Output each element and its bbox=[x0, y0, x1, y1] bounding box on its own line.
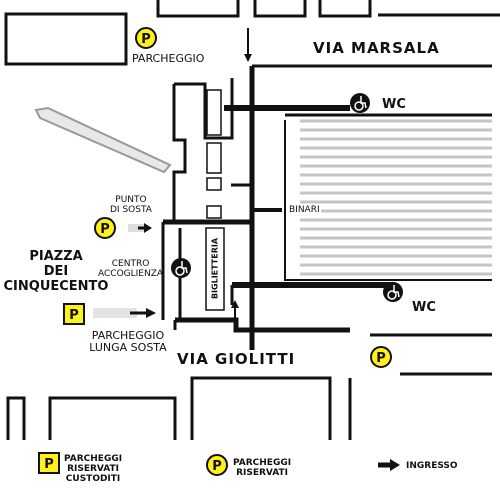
legend-custoditi: PARCHEGGI RISERVATI CUSTODITI bbox=[64, 454, 123, 484]
parcheggio-label: PARCHEGGIO bbox=[132, 52, 205, 65]
svg-text:P: P bbox=[376, 351, 386, 366]
via-marsala-label: VIA MARSALA bbox=[313, 39, 440, 57]
piazza-dei-cinquecento-label: PIAZZA DEI CINQUECENTO bbox=[3, 249, 109, 294]
wheelchair-icons bbox=[171, 93, 403, 302]
entrance-arrows bbox=[93, 28, 400, 471]
svg-text:P: P bbox=[141, 32, 151, 47]
bottom-buildings bbox=[6, 372, 492, 440]
svg-text:P: P bbox=[212, 459, 222, 474]
wc-top-label: WC bbox=[382, 97, 406, 112]
rail-tracks bbox=[300, 119, 492, 276]
parcheggio-lunga-sosta-label: PARCHEGGIO LUNGA SOSTA bbox=[89, 329, 167, 354]
centro-accoglienza-label: CENTRO ACCOGLIENZA bbox=[98, 259, 164, 279]
binari-label: BINARI bbox=[288, 205, 321, 215]
parking-round-letters: P P P P bbox=[100, 32, 386, 474]
parking-square-icons bbox=[38, 303, 85, 474]
svg-text:P: P bbox=[100, 222, 110, 237]
via-giolitti-label: VIA GIOLITTI bbox=[177, 350, 296, 368]
parking-round-icons bbox=[94, 27, 392, 476]
biglietteria-label: BIGLIETTERIA bbox=[210, 237, 220, 300]
fountain-feature bbox=[34, 106, 172, 174]
legend-riservati: PARCHEGGI RISERVATI bbox=[233, 458, 292, 478]
station-building bbox=[161, 66, 492, 350]
station-rooms bbox=[205, 89, 225, 311]
top-buildings bbox=[4, 0, 500, 66]
punto-di-sosta-label: PUNTO DI SOSTA bbox=[110, 195, 152, 215]
wc-bottom-label: WC bbox=[412, 300, 436, 315]
svg-text:P: P bbox=[44, 457, 54, 472]
legend-ingresso: INGRESSO bbox=[406, 461, 458, 471]
svg-text:P: P bbox=[69, 308, 79, 323]
